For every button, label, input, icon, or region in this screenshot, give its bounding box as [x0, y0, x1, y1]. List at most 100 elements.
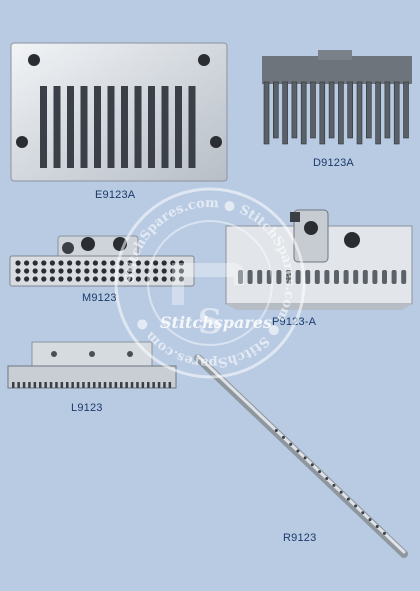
holder-tooth — [93, 382, 96, 388]
clamp-hole — [135, 268, 141, 274]
holder-tooth — [22, 382, 26, 388]
foot-slot — [257, 270, 263, 284]
holder-tooth — [141, 382, 145, 388]
bar-hole — [303, 456, 307, 460]
clamp-hole — [153, 268, 159, 274]
feed-tooth — [273, 81, 279, 139]
clamp-hole — [15, 268, 21, 274]
clamp-hole — [75, 268, 81, 274]
feed-tooth — [347, 81, 353, 139]
clamp-hole — [144, 276, 150, 282]
clamp-hole — [110, 276, 116, 282]
foot-slot — [353, 270, 359, 284]
holder-tooth — [114, 382, 118, 388]
holder-tooth — [60, 382, 64, 388]
feed-tooth — [310, 81, 316, 139]
plate-slot — [107, 86, 115, 168]
clamp-hole — [49, 260, 56, 266]
holder-tooth — [17, 382, 20, 388]
clamp-hole — [110, 268, 116, 274]
plate-slot — [53, 86, 61, 168]
bar-hole — [368, 518, 372, 522]
holder-tooth — [55, 382, 58, 388]
holder-tooth — [157, 382, 161, 388]
feed-tooth — [263, 81, 270, 145]
sewing-machine-icon: StitchSpares.com ● StitchSpares.com ● St… — [114, 187, 306, 379]
clamp-hole — [178, 260, 184, 266]
holder-tooth — [147, 382, 150, 388]
holder-tooth — [76, 382, 80, 388]
part-code-l9123: L9123 — [71, 402, 103, 414]
feed-tooth — [366, 81, 372, 139]
clamp-hole — [32, 260, 38, 266]
clamp-hole — [161, 276, 167, 282]
plate-slot — [175, 86, 182, 168]
clamp-hole — [58, 268, 64, 274]
feed-tooth — [403, 81, 409, 139]
clamp-hole — [67, 260, 73, 266]
clamp-hole — [178, 276, 184, 282]
plate-slot — [188, 86, 196, 168]
clamp-hole — [161, 268, 167, 274]
bar-hole — [339, 490, 343, 494]
holder-tooth — [120, 382, 123, 388]
clamp-hole — [118, 276, 124, 282]
foot-slot — [382, 270, 387, 284]
part-code-r9123: R9123 — [283, 532, 317, 544]
bar-hole — [382, 531, 386, 535]
bar-hole — [361, 511, 365, 515]
holder-tooth — [130, 382, 134, 388]
looper-holder-image — [6, 340, 178, 394]
clamp-hole — [84, 260, 90, 266]
foot-slot — [372, 270, 378, 284]
clamp-hole — [67, 268, 73, 274]
clamp-hole — [32, 276, 38, 282]
clamp-hole — [75, 260, 81, 266]
bar-hole — [354, 504, 358, 508]
foot-slot — [286, 270, 291, 284]
presser-foot-image — [224, 206, 416, 310]
clamp-hole — [178, 268, 184, 274]
bar-hole — [332, 483, 336, 487]
clamp-hole — [101, 276, 107, 282]
plate-slot — [80, 86, 88, 168]
feed-tooth — [356, 81, 363, 145]
holder-tooth — [49, 382, 53, 388]
foot-slot — [295, 270, 301, 284]
clamp-hole — [144, 260, 150, 266]
throat-plate-icon — [10, 42, 228, 182]
bar-hole — [296, 449, 300, 453]
clamp-hole — [110, 260, 116, 266]
feed-tooth — [282, 81, 288, 145]
foot-slot — [334, 270, 339, 284]
foot-slot — [305, 270, 311, 284]
foot-slot — [314, 270, 320, 284]
holder-tooth — [168, 382, 172, 388]
holder-tooth — [136, 382, 139, 388]
bar-hole — [310, 463, 314, 467]
clamp-hole — [41, 276, 47, 282]
clamp-hole — [135, 276, 141, 282]
bar-hole — [274, 428, 278, 432]
clamp-hole — [144, 268, 150, 274]
watermark-brand: Stitchspares — [160, 313, 272, 332]
plate-slot — [67, 86, 74, 168]
holder-tooth — [152, 382, 155, 388]
clamp-hole — [92, 260, 98, 266]
feed-tooth — [328, 81, 335, 139]
clamp-hole — [170, 276, 176, 282]
feed-dog-image — [258, 48, 414, 148]
clamp-hole — [15, 260, 21, 266]
part-code-m9123: M9123 — [82, 292, 117, 304]
foot-slot — [343, 270, 349, 284]
needle-bar-image — [190, 352, 414, 562]
holder-tooth — [71, 382, 74, 388]
clamp-hole — [84, 276, 90, 282]
feed-dog-icon — [262, 50, 412, 145]
holder-tooth — [109, 382, 112, 388]
plate-slot — [134, 86, 142, 168]
clamp-hole — [127, 260, 133, 266]
clamp-hole — [41, 260, 47, 266]
clamp-hole — [49, 276, 56, 282]
clamp-hole — [92, 268, 98, 274]
